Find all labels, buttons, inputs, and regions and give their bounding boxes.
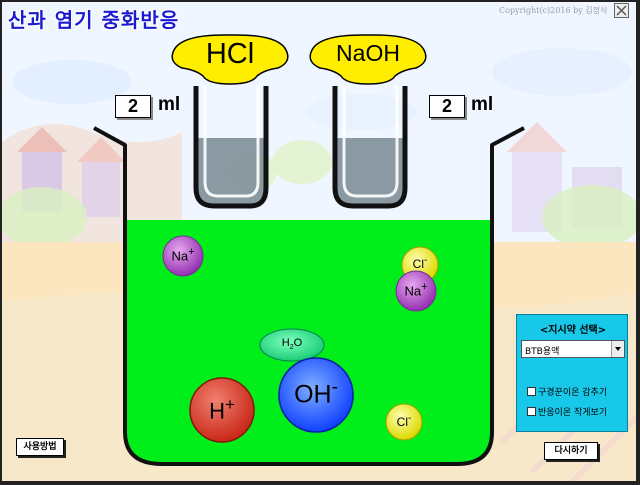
h-ion[interactable]: [189, 377, 255, 443]
cl-ion[interactable]: [385, 403, 423, 441]
hcl-flask-cap[interactable]: [171, 34, 289, 85]
close-icon[interactable]: [614, 3, 629, 18]
beaker: [93, 126, 525, 466]
restart-button[interactable]: 다시하기: [544, 442, 598, 460]
indicator-panel: <지시약 선택> BTB용액 구경꾼이온 감추기 반응이온 작게보기: [516, 314, 628, 432]
water-molecule[interactable]: [259, 328, 325, 362]
indicator-select[interactable]: BTB용액: [521, 340, 625, 358]
chevron-down-icon[interactable]: [611, 341, 624, 357]
naoh-volume-input[interactable]: 2: [429, 95, 465, 118]
hcl-volume-input[interactable]: 2: [115, 95, 151, 118]
hcl-volume-unit: ml: [158, 94, 181, 115]
app-title: 산과 염기 중화반응: [8, 8, 180, 32]
indicator-panel-title: <지시약 선택>: [539, 325, 607, 336]
shrink-reactant-label: 반응이온 작게보기: [538, 408, 608, 418]
naoh-test-tube[interactable]: [309, 34, 427, 209]
copyright-text: Copyright(c)2016 by 김정식: [499, 6, 608, 15]
naoh-volume-unit: ml: [471, 94, 494, 115]
shrink-reactant-checkbox[interactable]: [527, 407, 536, 416]
howto-button[interactable]: 사용방법: [16, 438, 64, 456]
indicator-select-value: BTB용액: [525, 347, 560, 357]
hide-spectator-label: 구경꾼이온 감추기: [538, 388, 608, 398]
na-ion[interactable]: [162, 235, 204, 277]
naoh-label: NaOH: [336, 40, 400, 66]
hcl-test-tube[interactable]: [171, 34, 289, 209]
hide-spectator-checkbox[interactable]: [527, 387, 536, 396]
oh-ion[interactable]: [278, 357, 354, 433]
hcl-label: HCl: [205, 38, 255, 70]
naoh-flask-cap[interactable]: [309, 34, 427, 85]
na-ion[interactable]: [395, 270, 437, 312]
